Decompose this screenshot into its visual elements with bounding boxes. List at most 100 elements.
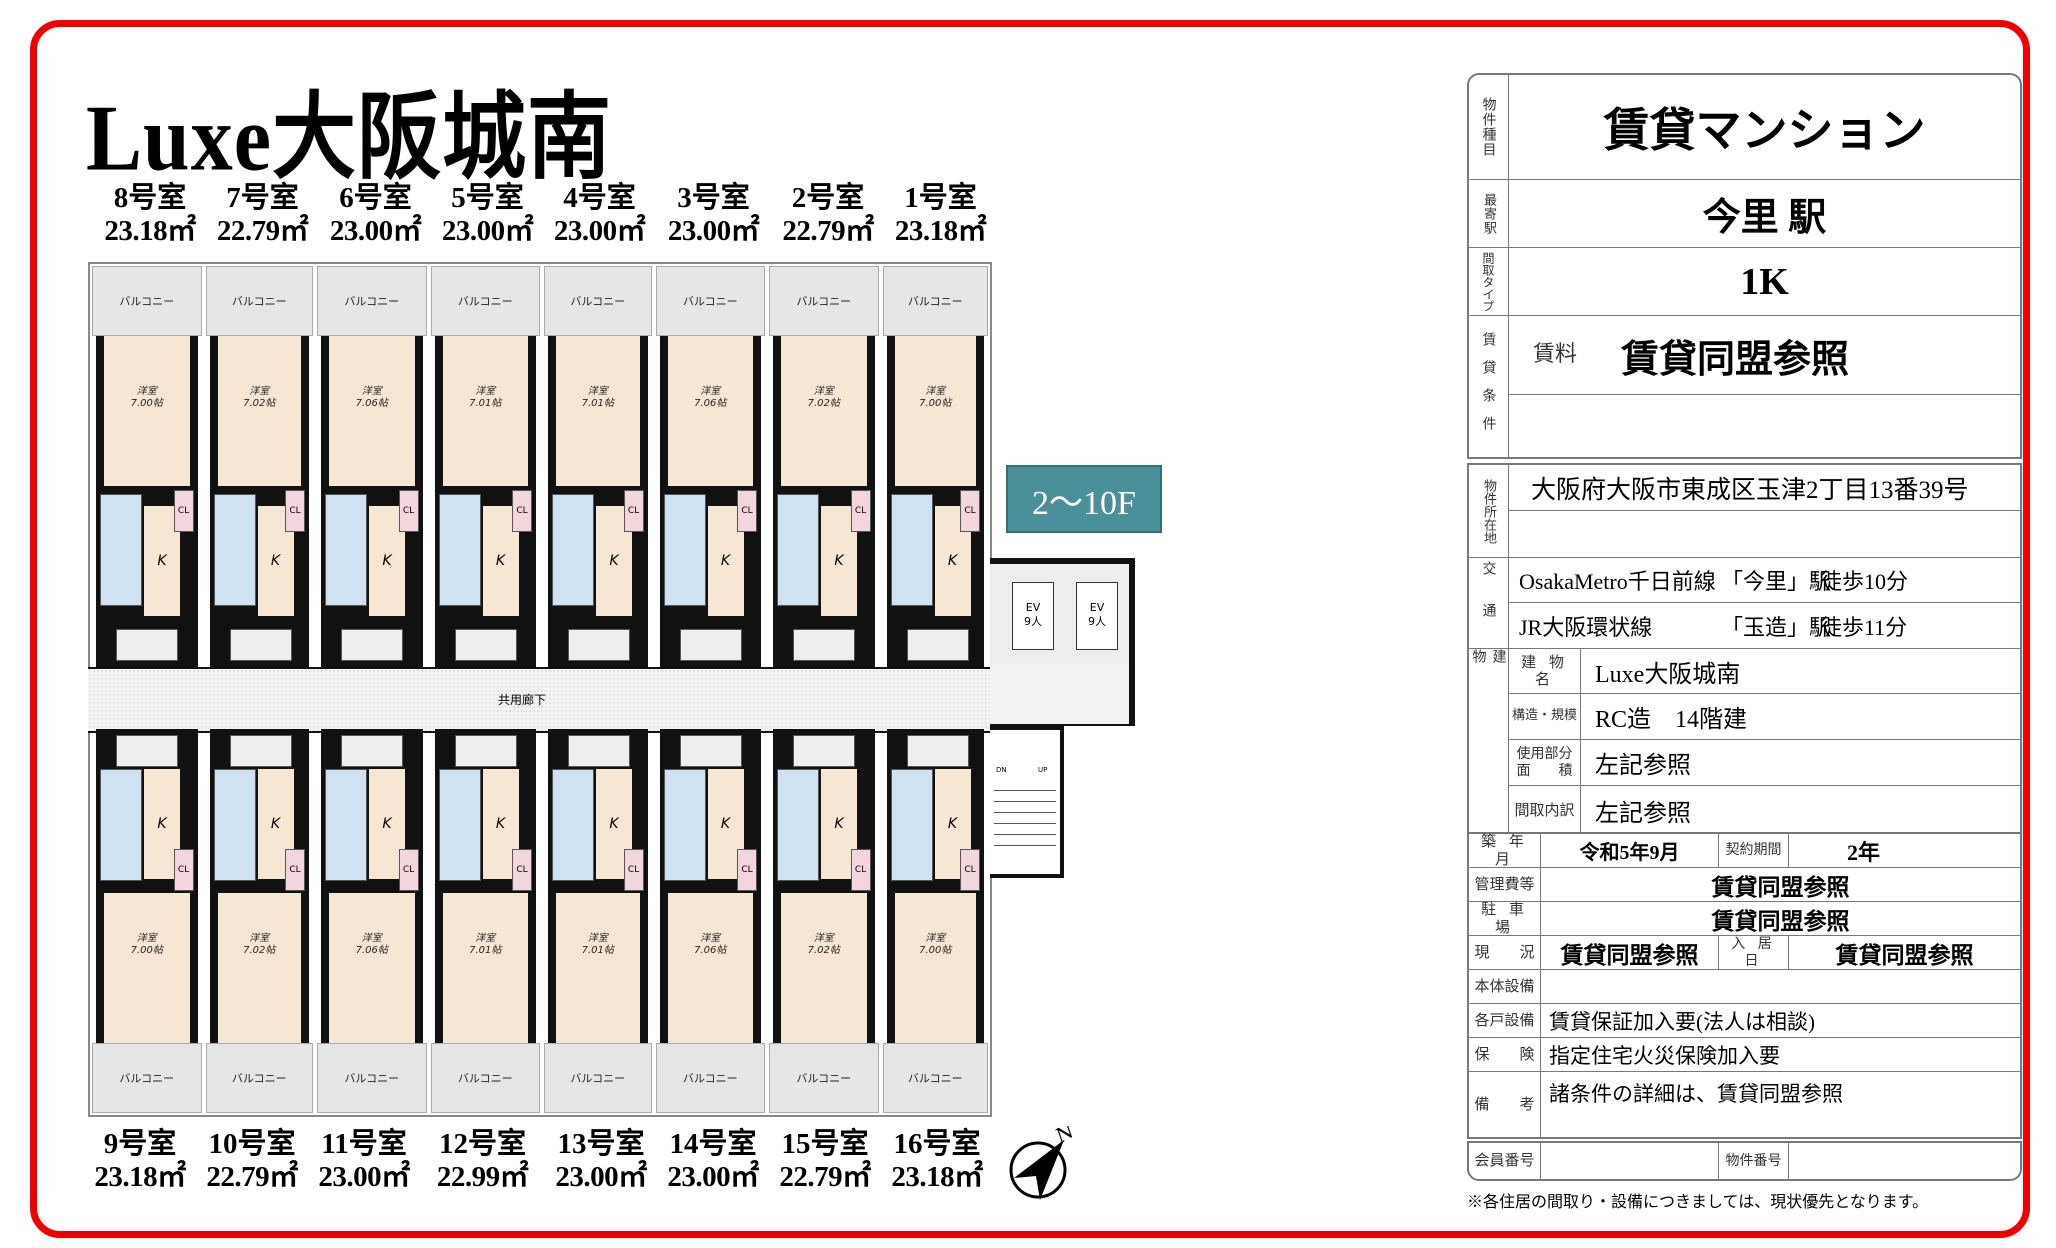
balcony: バルコニー	[769, 266, 879, 336]
entrance	[568, 735, 630, 767]
balcony: バルコニー	[655, 266, 765, 336]
closet: CL	[623, 849, 644, 891]
footnote: ※各住居の間取り・設備につきましては、現状優先となります。	[1467, 1192, 1929, 1211]
room-area: 23.00㎡	[553, 215, 646, 248]
room-size: 7.00帖	[130, 398, 163, 409]
rent-value: 賃貸同盟参照	[1621, 338, 1850, 381]
property-type-label: 物件種目	[1469, 75, 1509, 180]
room-area: 23.18㎡	[104, 215, 196, 248]
usage-area-label-2: 面 積	[1516, 762, 1573, 779]
entrance	[679, 735, 742, 767]
room-area: 23.00㎡	[667, 1161, 759, 1194]
elevator-label: EV	[1089, 601, 1105, 614]
balcony: バルコニー	[205, 1043, 313, 1113]
room-area: 23.00㎡	[318, 1161, 410, 1194]
room-number: 8号室	[113, 182, 187, 214]
elevator-1: EV 9人	[1012, 582, 1054, 650]
elevator-label: EV	[1025, 601, 1041, 614]
room-number: 5号室	[451, 182, 524, 214]
entrance	[793, 629, 855, 661]
entrance	[116, 735, 178, 767]
floor-range-badge: 2〜10F	[1006, 465, 1162, 533]
move-in-date-value: 賃貸同盟参照	[1789, 936, 2020, 970]
room-type: 洋室	[587, 386, 608, 397]
room-size: 7.01帖	[469, 945, 502, 956]
closet: CL	[285, 849, 305, 891]
main-equipment-label: 本体設備	[1469, 970, 1541, 1004]
room-size: 7.00帖	[919, 945, 952, 956]
svg-text:N: N	[1050, 1126, 1079, 1148]
room-number: 14号室	[669, 1128, 757, 1160]
current-status-label: 現 況	[1469, 936, 1541, 970]
room-area: 23.00㎡	[667, 215, 760, 248]
closet: CL	[173, 490, 194, 532]
info-table-conditions: 築 年 月 令和5年9月 契約期間 2年 管理費等 賃貸同盟参照 駐 車 場 賃…	[1467, 832, 2022, 1139]
elevator-lobby	[990, 664, 1129, 724]
entrance	[906, 629, 969, 661]
main-equipment-value	[1541, 970, 2020, 1004]
stairs-down-label: DN	[996, 766, 1007, 774]
property-number-label: 物件番号	[1719, 1143, 1789, 1179]
closet: CL	[850, 849, 871, 891]
room-type: 洋室	[361, 933, 382, 944]
entrance	[679, 629, 742, 661]
entrance	[341, 735, 403, 767]
entrance	[229, 735, 292, 767]
bathroom	[438, 494, 481, 606]
bathroom	[213, 494, 256, 606]
bathroom	[777, 769, 819, 881]
bathroom	[777, 494, 819, 606]
room-size: 7.01帖	[469, 398, 502, 409]
rental-terms-label: 賃貸条件	[1469, 316, 1509, 459]
room-size: 7.06帖	[355, 398, 388, 409]
room-number: 9号室	[103, 1128, 177, 1160]
contract-period-label: 契約期間	[1719, 834, 1789, 868]
balcony: バルコニー	[544, 266, 652, 336]
room-type: 洋室	[136, 933, 157, 944]
rent-label: 賃料	[1533, 342, 1578, 368]
nearest-station-value: 今里 駅	[1509, 180, 2020, 248]
common-corridor: 共用廊下	[88, 667, 996, 733]
entrance	[793, 735, 855, 767]
entrance	[116, 629, 178, 661]
room-number: 10号室	[208, 1128, 296, 1160]
room-number: 11号室	[321, 1128, 407, 1160]
entrance	[454, 735, 517, 767]
room-number: 7号室	[226, 182, 299, 214]
entrance	[906, 735, 969, 767]
bathroom	[552, 494, 594, 606]
room-size: 7.01帖	[581, 398, 614, 409]
room-type: 洋室	[249, 386, 270, 397]
balcony: バルコニー	[769, 1043, 879, 1113]
